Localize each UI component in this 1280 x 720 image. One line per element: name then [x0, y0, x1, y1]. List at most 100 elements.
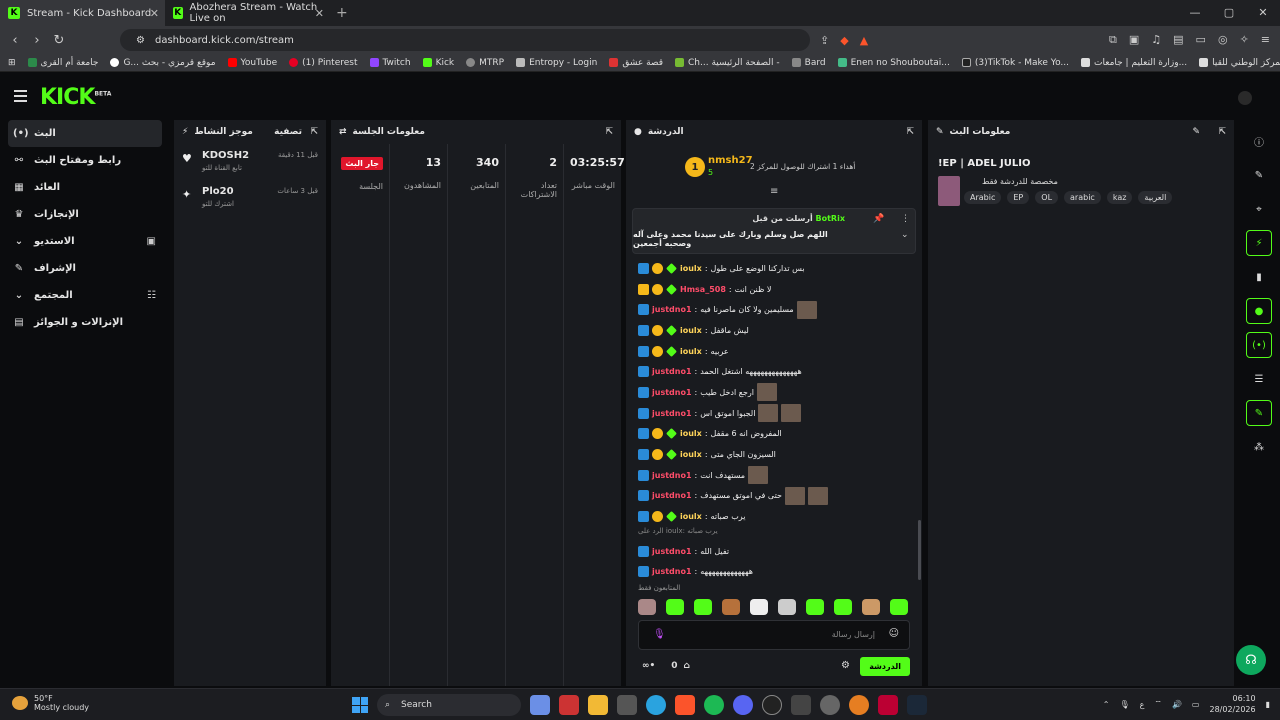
sidebar-item-stream[interactable]: (•)البث	[8, 120, 162, 147]
tab-abozhera-stream[interactable]: K Abozhera Stream - Watch Live on ✕	[165, 0, 330, 26]
url-field[interactable]: ⚙ dashboard.kick.com/stream	[120, 29, 810, 51]
popout-icon[interactable]: ⇱	[605, 127, 613, 137]
battery-icon[interactable]: ▭	[1191, 699, 1200, 709]
chat-username[interactable]: Hmsa_508	[680, 284, 726, 294]
wifi-icon[interactable]: ⌔	[1154, 699, 1162, 708]
emote-icon[interactable]	[750, 599, 768, 615]
emote-icon[interactable]	[638, 599, 656, 615]
support-chat-button[interactable]: ☊	[1236, 645, 1266, 675]
app-icon[interactable]	[791, 695, 811, 715]
ai-icon[interactable]: ✧	[1239, 33, 1249, 46]
hamburger-menu-icon[interactable]	[14, 90, 27, 105]
reload-icon[interactable]: ↻	[53, 32, 65, 48]
media-icon[interactable]: ♫	[1151, 33, 1162, 46]
maximize-icon[interactable]: ▢	[1223, 6, 1235, 19]
kick-logo[interactable]: KICKBETA	[40, 85, 112, 110]
chat-input[interactable]: 🎙 إرسال رسالة ☺	[638, 620, 910, 650]
tag[interactable]: OL	[1035, 191, 1059, 204]
popout-icon[interactable]: ⇱	[310, 127, 318, 137]
chat-username[interactable]: ioulx	[680, 512, 702, 522]
store-icon[interactable]	[617, 695, 637, 715]
file-explorer-icon[interactable]	[588, 695, 608, 715]
tag[interactable]: Arabic	[964, 191, 1002, 204]
vpn-icon[interactable]: ◎	[1217, 33, 1228, 46]
chat-username[interactable]: ioulx	[680, 325, 702, 335]
tag[interactable]: EP	[1007, 191, 1030, 204]
discord-icon[interactable]	[733, 695, 753, 715]
chat-username[interactable]: ioulx	[680, 346, 702, 356]
bookmark-item[interactable]: جامعة أم القرى	[27, 58, 98, 68]
sidebar-item-revenue[interactable]: ▦العائد	[14, 182, 61, 193]
volume-icon[interactable]: 🔊	[1171, 699, 1182, 709]
top-gifter-username[interactable]: nmsh27	[708, 155, 753, 166]
app-icon[interactable]	[878, 695, 898, 715]
avatar[interactable]	[1238, 91, 1252, 105]
emote-icon[interactable]	[890, 599, 908, 615]
tab-kick-dashboard[interactable]: K Stream - Kick Dashboard ✕	[0, 0, 165, 26]
store-icon[interactable]: ⌂	[683, 661, 690, 671]
bookmark-item[interactable]: (3)TikTok - Make Yo...	[961, 58, 1069, 68]
tag[interactable]: العربية	[1138, 191, 1173, 204]
bookmark-item[interactable]: Ch... الصفحة الرئيسية -	[675, 58, 780, 68]
sidebar-item-drops[interactable]: ▤الإنزالات و الجوائز	[14, 317, 124, 328]
chat-username[interactable]: justdno1	[652, 470, 692, 480]
community-icon[interactable]: ⁂	[1254, 441, 1264, 453]
bookmark-item[interactable]: Bard	[791, 58, 826, 68]
forward-icon[interactable]: ›	[34, 32, 40, 48]
collapse-icon[interactable]: ≡	[770, 186, 779, 197]
filter-button[interactable]: تصفية	[274, 127, 302, 137]
bookmark-item[interactable]: YouTube	[227, 58, 277, 68]
windows-start-icon[interactable]	[352, 697, 368, 713]
wallet-icon[interactable]: ▭	[1195, 33, 1206, 46]
share-icon[interactable]: ⇪	[820, 33, 830, 47]
more-options-icon[interactable]: ⋮	[901, 214, 910, 224]
chat-username[interactable]: justdno1	[652, 491, 692, 501]
brave-rewards-icon[interactable]: ▲	[859, 33, 869, 47]
tag[interactable]: kaz	[1106, 191, 1133, 204]
obs-icon[interactable]	[762, 695, 782, 715]
bookmark-item[interactable]: المركز الوطني للقيا...	[1199, 58, 1280, 68]
popout-icon[interactable]: ⇱	[906, 127, 914, 137]
channel-points-icon[interactable]: ∞•	[642, 661, 656, 671]
telegram-icon[interactable]	[646, 695, 666, 715]
tab-close-icon[interactable]: ✕	[314, 6, 324, 20]
app-icon[interactable]	[849, 695, 869, 715]
app-icon[interactable]	[559, 695, 579, 715]
steam-icon[interactable]	[907, 695, 927, 715]
chevron-down-icon[interactable]: ⌄	[901, 230, 909, 240]
layers-icon[interactable]: ☰	[1254, 373, 1264, 385]
chevron-up-icon[interactable]: ⌃	[1102, 699, 1110, 709]
document-icon[interactable]: ▮	[1256, 271, 1262, 283]
broadcast-icon[interactable]: (•)	[1246, 332, 1272, 358]
sidebar-item-achievements[interactable]: ♛الإنجازات	[14, 209, 79, 220]
chat-username[interactable]: ioulx	[680, 450, 702, 460]
bookmark-item[interactable]: Enen no Shouboutai...	[837, 58, 950, 68]
window-close-icon[interactable]: ✕	[1258, 6, 1268, 19]
site-info-icon[interactable]: ⚙	[136, 34, 145, 46]
bookmark-item[interactable]: Entropy - Login	[516, 58, 597, 68]
emote-icon[interactable]	[806, 599, 824, 615]
sidebar-item-stream-key[interactable]: ⚯رابط ومفتاح البث	[14, 155, 122, 166]
menu-icon[interactable]: ≡	[1260, 33, 1270, 46]
info-icon[interactable]: ⓘ	[1254, 137, 1264, 149]
bookmark-item[interactable]: G... موقع قرمزي - بحث	[110, 58, 216, 68]
camera-icon[interactable]: ⌖	[1256, 203, 1262, 215]
screenshot-icon[interactable]: ▣	[1128, 33, 1140, 46]
lightning-icon[interactable]: ⚡	[1246, 230, 1272, 256]
brave-shield-icon[interactable]: ◆	[840, 33, 849, 47]
spotify-icon[interactable]	[704, 695, 724, 715]
bookmark-item[interactable]: قصة عشق	[609, 58, 663, 68]
chat-username[interactable]: justdno1	[652, 567, 692, 577]
chat-scrollbar[interactable]	[918, 520, 921, 580]
emote-icon[interactable]	[694, 599, 712, 615]
bookmark-item[interactable]: MTRP	[466, 58, 504, 68]
chat-username[interactable]: justdno1	[652, 546, 692, 556]
notifications-icon[interactable]: ▮	[1265, 699, 1270, 709]
edit-icon[interactable]: ✎	[1192, 127, 1200, 137]
gear-icon[interactable]: ⚙	[841, 660, 850, 671]
bookmark-item[interactable]: Twitch	[369, 58, 411, 68]
minimize-icon[interactable]: —	[1189, 6, 1201, 19]
app-icon[interactable]	[820, 695, 840, 715]
